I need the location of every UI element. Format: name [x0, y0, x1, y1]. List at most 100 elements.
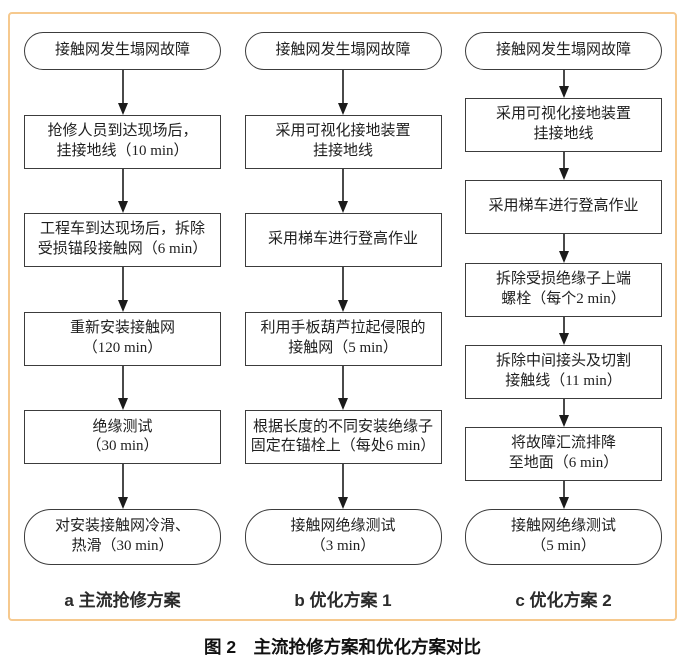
arrow-line	[342, 168, 344, 203]
terminal-node: 接触网发生塌网故障	[244, 32, 442, 70]
process-node: 采用可视化接地装置挂接地线	[244, 114, 442, 169]
flow-node-text: 接触网绝缘测试	[290, 518, 396, 535]
flow-node-text: 受损锚段接触网（6 min）	[37, 241, 208, 258]
arrow-head-icon	[558, 497, 569, 510]
flow-node-text: 将故障汇流排降	[510, 435, 616, 452]
arrow-line	[121, 168, 124, 203]
process-node: 利用手板葫芦拉起侵限的接触网（5 min）	[244, 311, 442, 366]
figure-caption: 图 2 主流抢修方案和优化方案对比	[203, 637, 482, 657]
arrow-head-icon	[338, 201, 348, 214]
arrow-line	[562, 152, 565, 170]
flow-node-text: 采用梯车进行登高作业	[488, 198, 639, 215]
terminal-node: 对安装接触网冷滑、热滑（30 min）	[24, 508, 221, 565]
flow-node-text: 接触网发生塌网故障	[495, 42, 631, 59]
flow-node-text: 接触网绝缘测试	[510, 518, 616, 535]
down-arrow-connector	[24, 70, 221, 115]
process-node: 根据长度的不同安装绝缘子固定在锚栓上（每处6 min）	[244, 410, 442, 465]
arrow-line	[121, 267, 124, 301]
process-node: 拆除中间接头及切割接触线（11 min）	[465, 344, 662, 399]
terminal-node: 接触网绝缘测试 （5 min）	[465, 509, 662, 566]
flow-node-text: 对安装接触网冷滑、	[54, 518, 190, 535]
flow-node-text: 挂接地线	[312, 142, 373, 159]
flow-node-text: 拆除受损绝缘子上端	[495, 270, 631, 287]
flow-node-text: （5 min）	[531, 538, 596, 555]
terminal-node: 接触网发生塌网故障	[465, 32, 662, 70]
down-arrow-connector	[245, 365, 442, 411]
arrow-line	[562, 70, 565, 88]
down-arrow-connector	[245, 464, 442, 509]
flow-node-text: 采用可视化接地装置	[275, 122, 411, 139]
process-node: 拆除受损绝缘子上端螺栓（每个2 min）	[465, 262, 662, 317]
flow-node-text: 螺栓（每个2 min）	[501, 290, 626, 307]
flow-node-text: 固定在锚栓上（每处6 min）	[250, 438, 436, 455]
flowchart-column-a: 接触网发生塌网故障抢修人员到达现场后， 挂接地线（10 min） 工程车到达现场后，…	[24, 32, 221, 619]
arrow-head-icon	[558, 168, 569, 181]
flow-node-text: 拆除中间接头及切割	[495, 352, 631, 369]
arrow-head-icon	[558, 414, 569, 427]
down-arrow-connector	[24, 168, 221, 214]
down-arrow-connector	[24, 464, 221, 509]
flow-node-text: （3 min）	[310, 537, 376, 554]
flow-node-text: 热滑（30 min）	[71, 537, 174, 554]
flow-node-text: 抢修人员到达现场后，	[47, 122, 198, 139]
column-caption-c: c 优化方案 2	[515, 591, 612, 610]
arrow-line	[562, 234, 565, 252]
down-arrow-connector	[465, 234, 662, 263]
arrow-head-icon	[117, 496, 128, 509]
arrow-line	[342, 464, 344, 498]
flowchart-columns: 接触网发生塌网故障抢修人员到达现场后，挂接地线（10 min）工程车到达现场后，…	[10, 14, 675, 619]
process-node: 采用梯车进行登高作业	[244, 213, 442, 268]
arrow-line	[121, 365, 124, 400]
flow-node-text: 接触网（5 min）	[288, 339, 398, 356]
flowchart-column-c: 接触网发生塌网故障采用可视化接地装置挂接地线采用梯车进行登高作业拆除受损绝缘子上…	[465, 32, 662, 619]
down-arrow-connector	[465, 316, 662, 345]
process-node: 抢修人员到达现场后， 挂接地线（10 min）	[24, 114, 221, 169]
flowchart-column-b: 接触网发生塌网故障采用可视化接地装置挂接地线采用梯车进行登高作业利用手板葫芦拉起…	[244, 32, 442, 619]
arrow-head-icon	[558, 86, 569, 99]
flow-sequence: 接触网发生塌网故障抢修人员到达现场后， 挂接地线（10 min） 工程车到达现场后，…	[24, 32, 221, 565]
flow-node-text: 接触网发生塌网故障	[275, 42, 411, 59]
flow-node-text: （30 min）	[86, 438, 159, 455]
flowchart-frame: 接触网发生塌网故障抢修人员到达现场后，挂接地线（10 min）工程车到达现场后，…	[8, 12, 677, 621]
flow-node-text: 挂接地线	[533, 126, 594, 143]
process-node: 工程车到达现场后，拆除受损锚段接触网（6 min）	[24, 213, 221, 268]
arrow-head-icon	[117, 299, 128, 312]
flow-node-text: 利用手板葫芦拉起侵限的	[260, 319, 426, 336]
flow-sequence: 接触网发生塌网故障采用可视化接地装置挂接地线采用梯车进行登高作业拆除受损绝缘子上…	[465, 32, 662, 566]
arrow-head-icon	[117, 102, 128, 115]
arrow-line	[562, 480, 565, 499]
arrow-line	[342, 70, 344, 104]
process-node: 绝缘测试（30 min）	[24, 410, 221, 465]
arrow-head-icon	[338, 102, 348, 115]
arrow-line	[562, 398, 565, 416]
flow-node-text: 采用梯车进行登高作业	[267, 231, 418, 248]
down-arrow-connector	[245, 70, 442, 115]
arrow-head-icon	[558, 250, 569, 263]
process-node: 采用梯车进行登高作业	[465, 180, 662, 235]
down-arrow-connector	[24, 365, 221, 411]
arrow-line	[121, 70, 124, 104]
flow-sequence: 接触网发生塌网故障采用可视化接地装置挂接地线采用梯车进行登高作业利用手板葫芦拉起…	[244, 32, 442, 565]
flow-node-text: 挂接地线（10 min）	[56, 142, 189, 159]
column-caption-a: a 主流抢修方案	[64, 591, 181, 610]
arrow-line	[562, 316, 565, 334]
terminal-node: 接触网发生塌网故障	[24, 32, 221, 70]
down-arrow-connector	[465, 480, 662, 510]
flow-node-text: 工程车到达现场后，拆除	[39, 221, 205, 238]
down-arrow-connector	[245, 267, 442, 312]
flow-node-text: 采用可视化接地装置	[495, 106, 631, 123]
flow-node-text: 接触线（11 min）	[505, 372, 622, 389]
arrow-head-icon	[117, 201, 128, 214]
arrow-line	[342, 267, 344, 301]
terminal-node: 接触网绝缘测试 （3 min）	[244, 508, 442, 565]
down-arrow-connector	[465, 152, 662, 181]
flow-node-text: （120 min）	[82, 339, 163, 356]
arrow-head-icon	[338, 299, 348, 312]
down-arrow-connector	[465, 70, 662, 99]
flow-node-text: 重新安装接触网	[69, 319, 175, 336]
down-arrow-connector	[24, 267, 221, 312]
arrow-line	[342, 365, 344, 400]
flow-node-text: 接触网发生塌网故障	[54, 42, 190, 59]
process-node: 采用可视化接地装置挂接地线	[465, 98, 662, 153]
